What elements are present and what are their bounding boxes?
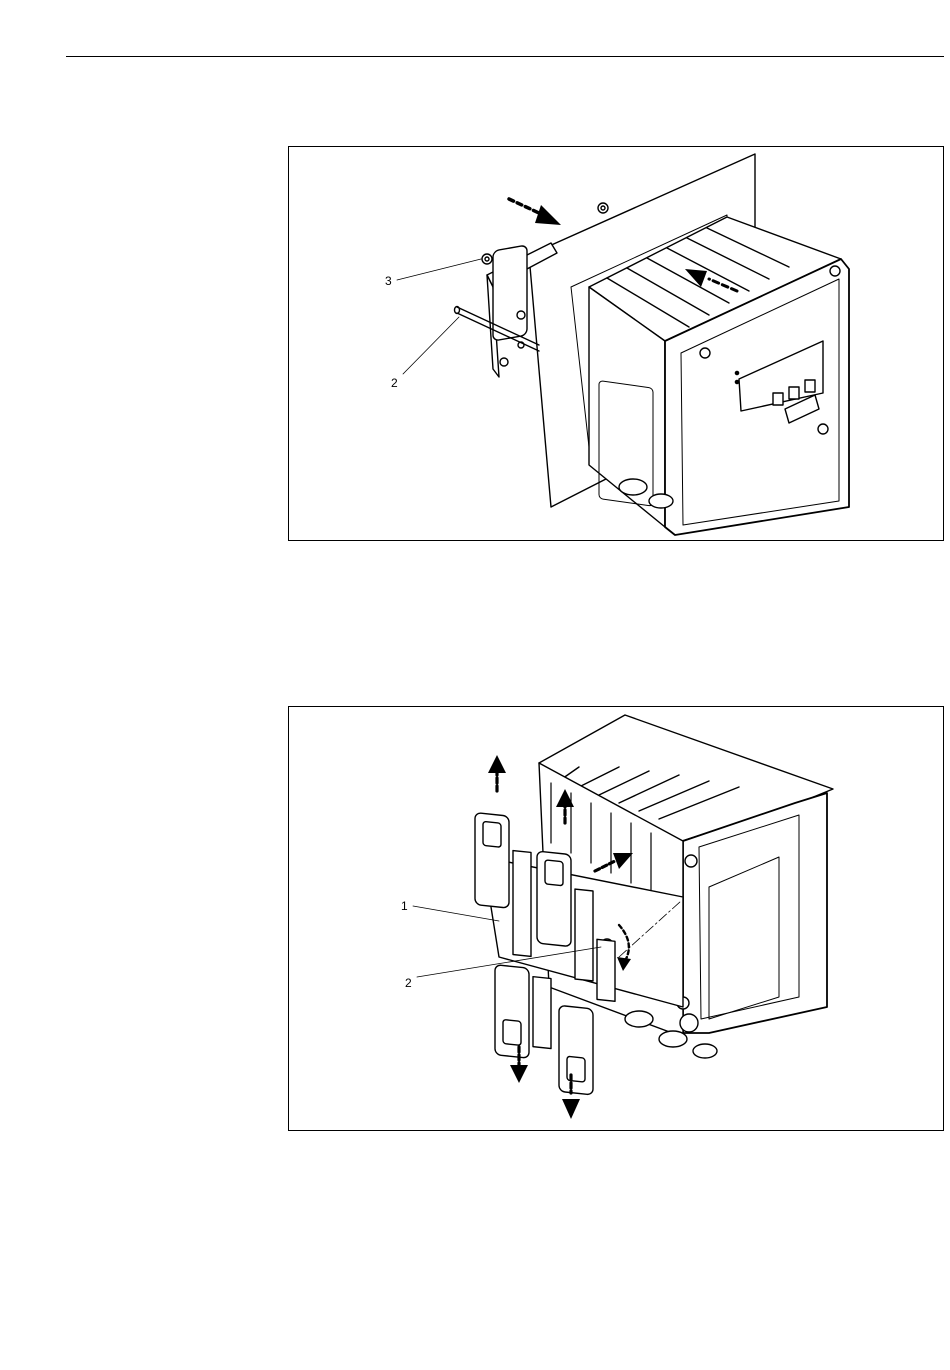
callout-2: 2 [391, 376, 398, 390]
callout-1: 1 [401, 899, 408, 913]
figure-panel-mounting: 3 2 [288, 146, 944, 541]
callout-3: 3 [385, 274, 392, 288]
header-rule [66, 56, 944, 57]
arrow-up-left [488, 755, 506, 791]
figure-rail-mounting: 1 2 [288, 706, 944, 1131]
panel-mounting-illustration: 3 2 [289, 147, 943, 540]
rail-clip-bottom-left [495, 965, 551, 1059]
bracket-arrow [509, 199, 561, 225]
callout-2: 2 [405, 976, 412, 990]
rail-mounting-illustration: 1 2 [289, 707, 943, 1130]
